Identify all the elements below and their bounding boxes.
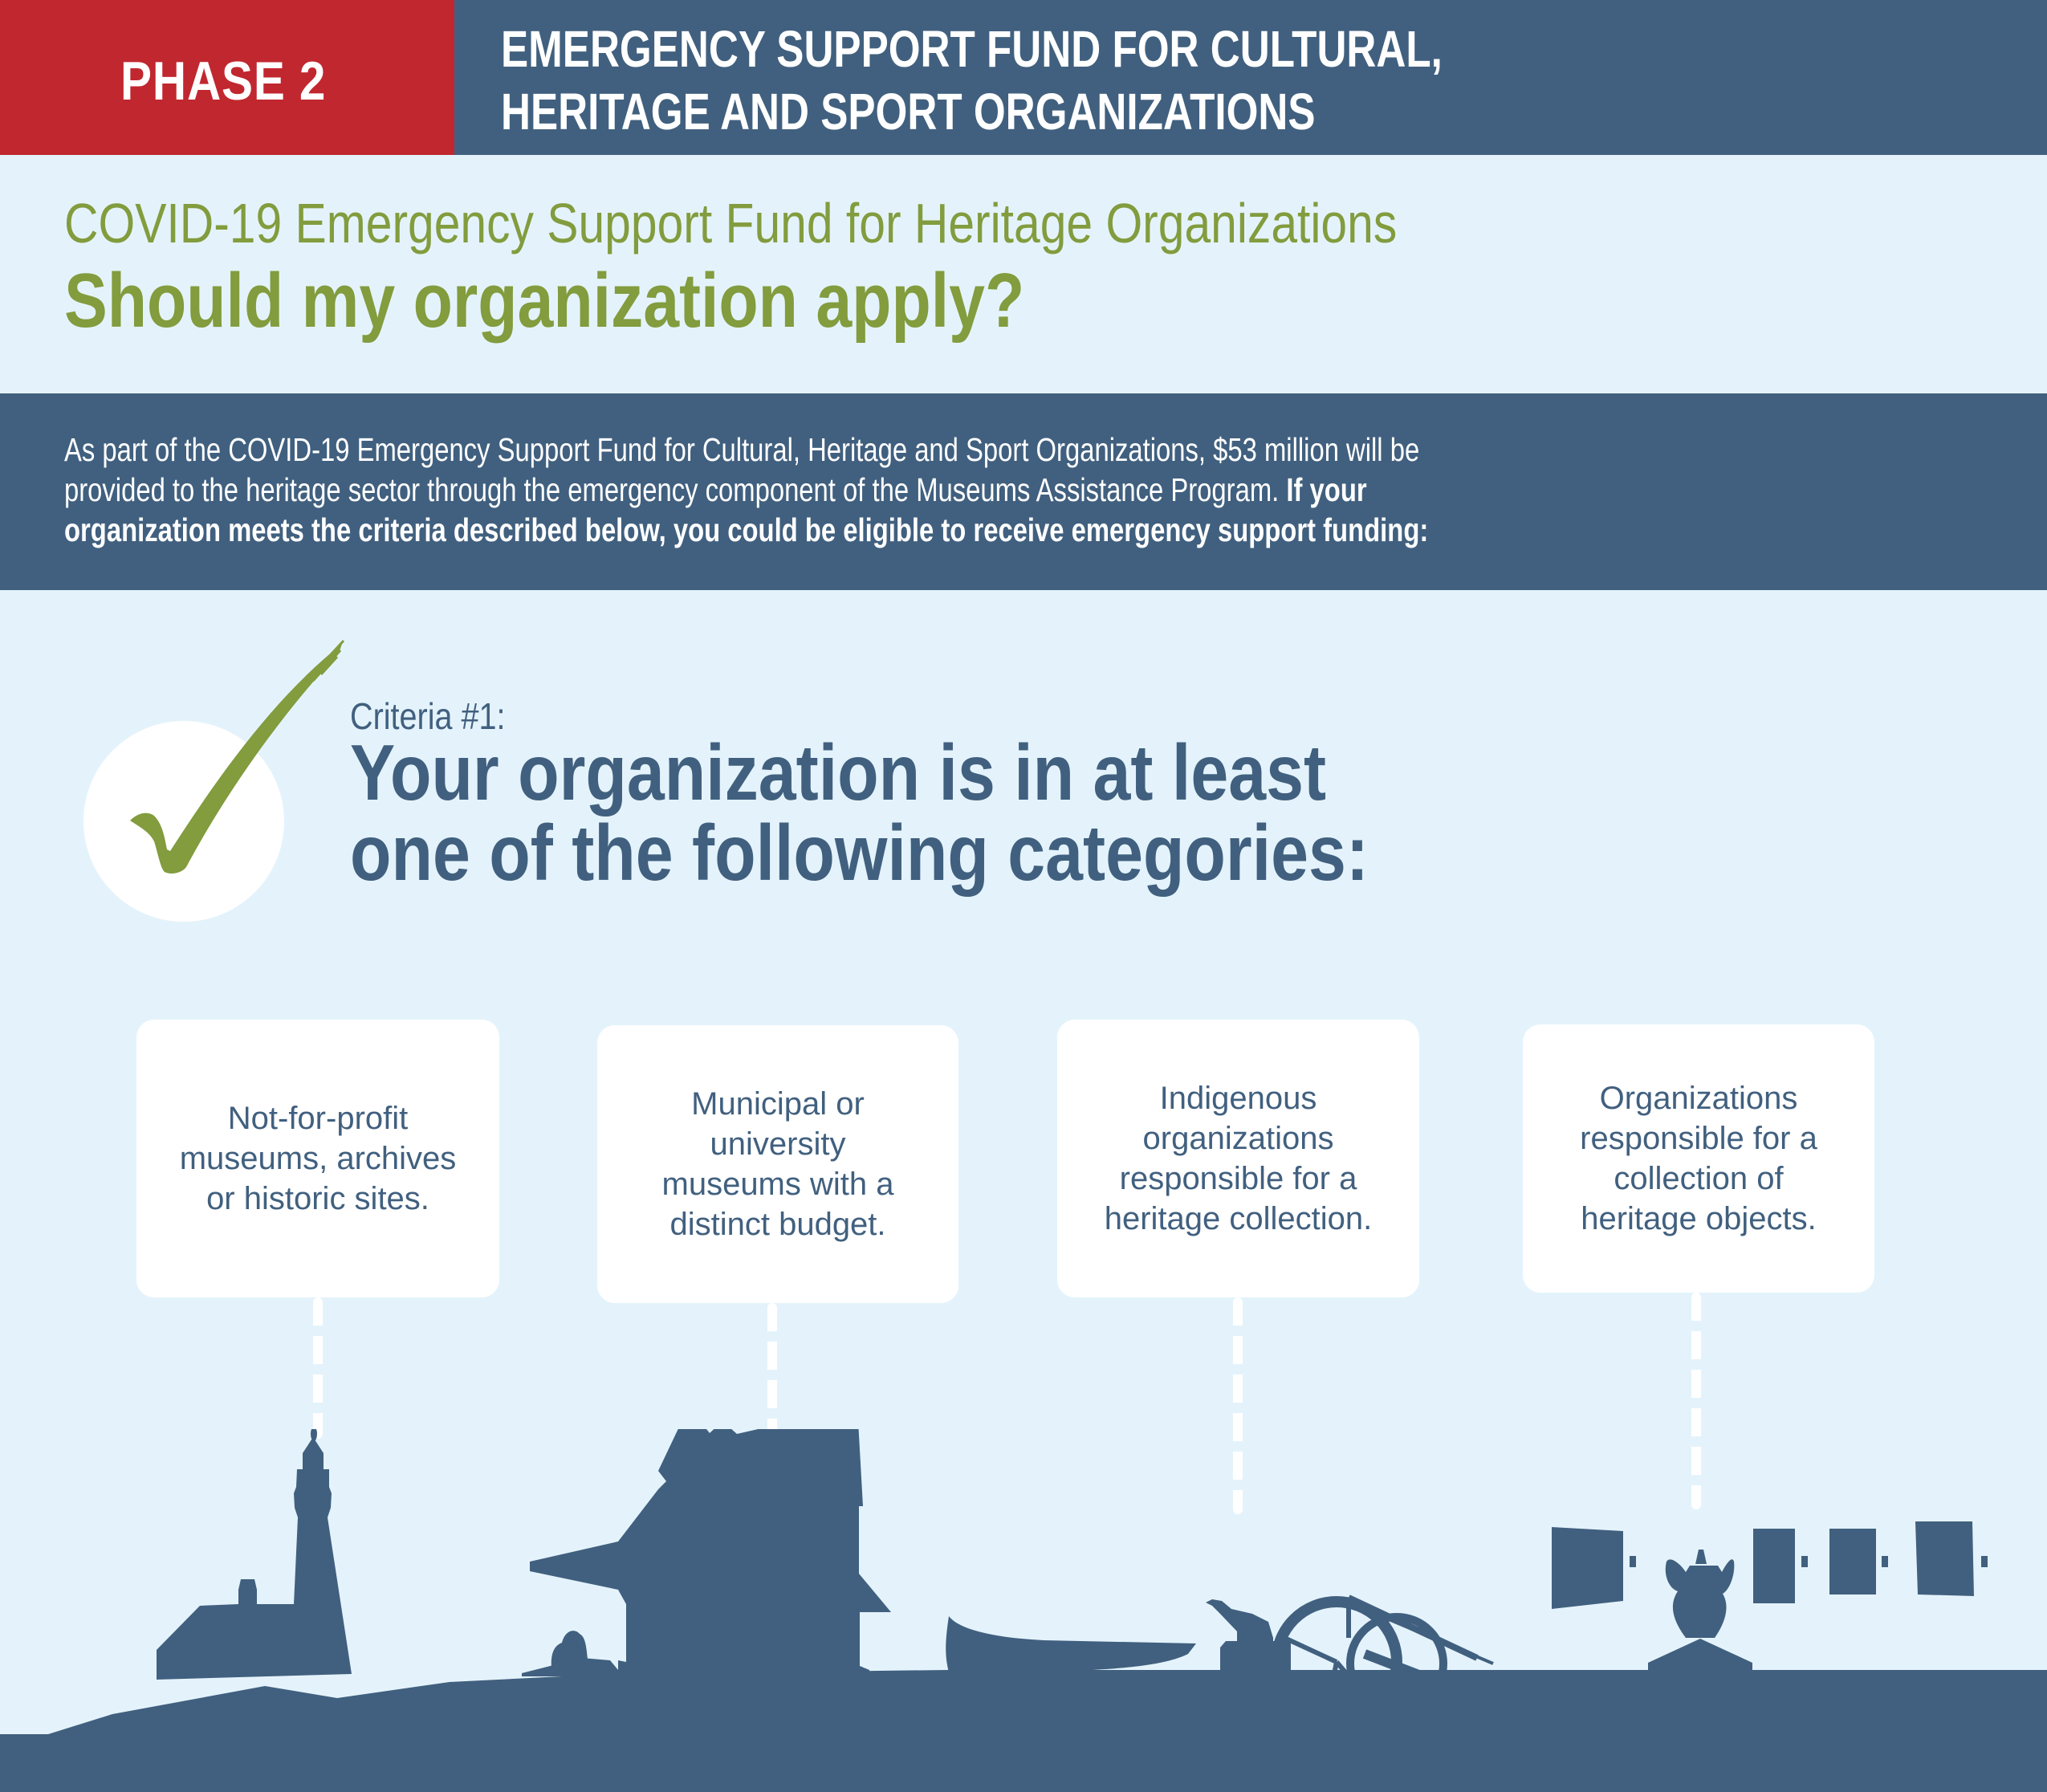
lighthouse-icon — [157, 1429, 352, 1680]
intro-line-1-text: As part of the COVID-19 Emergency Suppor… — [64, 431, 1420, 468]
ground-strip — [0, 1734, 2047, 1792]
category-text: Indigenous organizations responsible for… — [1104, 1081, 1373, 1236]
header-title-line2: HERITAGE AND SPORT ORGANIZATIONS — [501, 83, 1316, 141]
title-text: Should my organization apply? — [64, 258, 1025, 344]
criteria-heading: Your organization is in at least one of … — [350, 732, 1535, 893]
page-subtitle: COVID-19 Emergency Support Fund for Heri… — [64, 191, 1650, 255]
intro-line-2-text: provided to the heritage sector through … — [64, 471, 1280, 508]
category-text: Organizations responsible for a collecti… — [1580, 1081, 1817, 1236]
category-card-not-for-profit: Not-for-profit museums, archives or hist… — [136, 1020, 499, 1297]
header-title-line1: EMERGENCY SUPPORT FUND FOR CULTURAL, — [501, 20, 1443, 78]
intro-line-3-bold: organization meets the criteria describe… — [64, 511, 1429, 548]
header-title: EMERGENCY SUPPORT FUND FOR CULTURAL, HER… — [501, 18, 1678, 143]
category-card-heritage-objects: Organizations responsible for a collecti… — [1523, 1024, 1874, 1293]
category-text: Municipal or university museums with a d… — [661, 1086, 894, 1242]
phase-badge — [0, 0, 454, 155]
criteria-label-text: Criteria #1: — [350, 695, 506, 737]
phase-text: PHASE 2 — [120, 51, 327, 112]
category-card-indigenous: Indigenous organizations responsible for… — [1057, 1020, 1419, 1297]
connector-line — [313, 1297, 323, 1439]
ox-cart-icon — [1271, 1594, 1576, 1739]
intro-line-3: organization meets the criteria describe… — [64, 510, 1428, 550]
intro-paragraph: As part of the COVID-19 Emergency Suppor… — [64, 430, 1769, 550]
page-title: Should my organization apply? — [64, 257, 1207, 345]
criteria-heading-line2: one of the following categories: — [350, 808, 1369, 897]
intro-line-2: provided to the heritage sector through … — [64, 470, 1367, 510]
teapot-pedestal-icon — [1648, 1550, 1752, 1734]
intro-line-1: As part of the COVID-19 Emergency Suppor… — [64, 430, 1419, 470]
connector-line — [1233, 1297, 1243, 1514]
historic-building-icon — [522, 1429, 891, 1676]
canoe-icon — [946, 1616, 1196, 1686]
connector-line — [1691, 1293, 1701, 1509]
phase-label: PHASE 2 — [120, 50, 360, 112]
intro-line-2-bold: If your — [1279, 471, 1367, 508]
criteria-heading-line1: Your organization is in at least — [350, 728, 1327, 817]
criteria-label: Criteria #1: — [350, 694, 531, 738]
category-card-municipal-university: Municipal or university museums with a d… — [597, 1025, 958, 1303]
subtitle-text: COVID-19 Emergency Support Fund for Heri… — [64, 192, 1398, 255]
category-text: Not-for-profit museums, archives or hist… — [179, 1101, 457, 1216]
gallery-frames-icon — [1552, 1521, 1988, 1609]
intro-band — [0, 393, 2047, 590]
checkmark-icon — [130, 639, 345, 874]
